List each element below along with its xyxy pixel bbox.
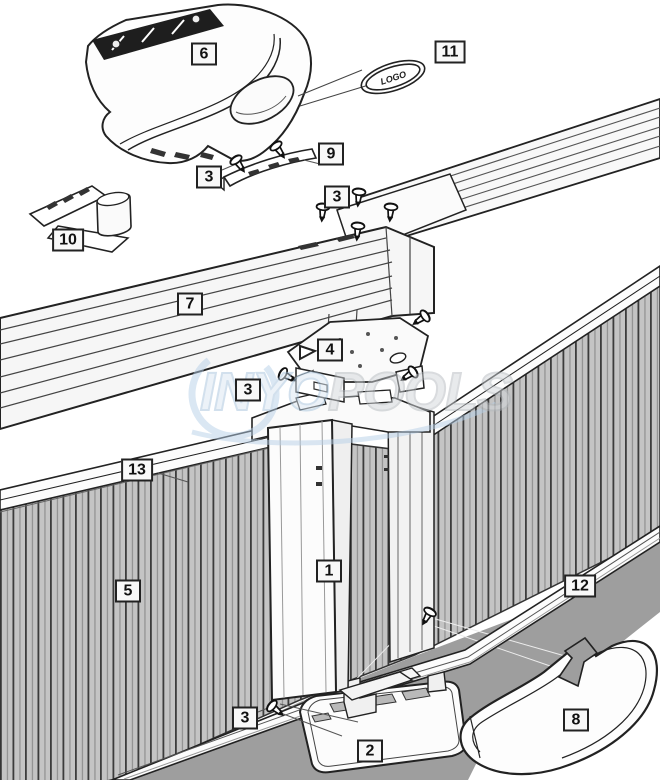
part-label-13: 13: [121, 458, 153, 482]
part-label-8: 8: [563, 708, 589, 732]
part-label-6: 6: [191, 42, 217, 66]
part-label-3: 3: [324, 185, 350, 209]
trim-strip: [214, 148, 321, 192]
part-label-12: 12: [564, 574, 596, 598]
part-label-3: 3: [196, 165, 222, 189]
upright-post: [251, 389, 435, 702]
part-label-2: 2: [357, 739, 383, 763]
part-label-3: 3: [232, 706, 258, 730]
part-label-4: 4: [317, 338, 343, 362]
part-label-9: 9: [318, 142, 344, 166]
part-label-1: 1: [316, 559, 342, 583]
screw-icon: [275, 365, 300, 388]
bottom-cap: [459, 636, 659, 776]
part-label-5: 5: [115, 579, 141, 603]
part-label-3: 3: [235, 378, 261, 402]
part-label-11: 11: [434, 40, 466, 64]
top-plate-bracket: [286, 317, 430, 403]
leader-13: [157, 472, 189, 483]
logo-plate: LOGO: [360, 59, 426, 95]
part-label-7: 7: [177, 292, 203, 316]
top-cap: [84, 3, 373, 165]
part-label-10: 10: [52, 228, 84, 252]
